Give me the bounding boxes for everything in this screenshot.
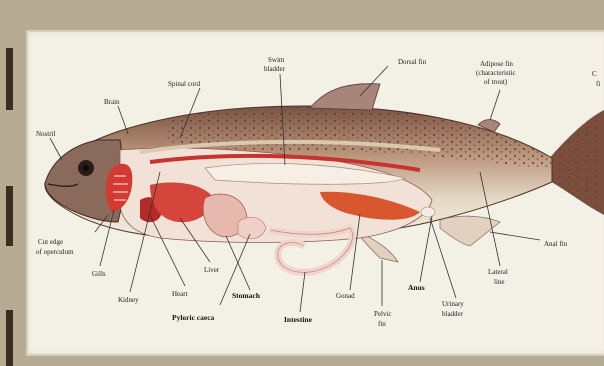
label-lateral-line-1: Lateral: [488, 268, 508, 276]
label-urinary-bladder-1: Urinary: [442, 300, 464, 308]
label-adipose-fin-3: of trout): [484, 78, 508, 86]
label-swim-bladder-2: bladder: [264, 65, 286, 73]
anal-fin: [440, 216, 500, 246]
label-anal-fin: Anal fin: [544, 240, 568, 248]
label-heart: Heart: [172, 290, 188, 298]
label-lateral-line-2: line: [494, 278, 505, 286]
label-anus: Anus: [408, 283, 425, 292]
label-dorsal-fin: Dorsal fin: [398, 58, 427, 66]
label-intestine: Intestine: [284, 315, 313, 324]
label-caudal-partial-2: fi: [596, 80, 600, 88]
label-gonad: Gonad: [336, 292, 355, 300]
label-adipose-fin-2: (characteristic: [476, 69, 516, 77]
label-cut-edge-2: of operculum: [36, 248, 74, 256]
label-spinal-cord: Spinal cord: [168, 80, 201, 88]
label-adipose-fin-1: Adipose fin: [480, 60, 513, 68]
dorsal-fin: [310, 84, 380, 110]
label-pelvic-fin-1: Pelvic: [374, 310, 392, 318]
label-urinary-bladder-2: bladder: [442, 310, 464, 318]
label-pyloric-caeca: Pyloric caeca: [172, 313, 215, 322]
label-liver: Liver: [204, 266, 220, 274]
label-pelvic-fin-2: fin: [378, 320, 386, 328]
label-cut-edge-1: Cut edge: [38, 238, 63, 246]
label-gills: Gills: [92, 270, 106, 278]
label-kidney: Kidney: [118, 296, 139, 304]
label-swim-bladder-1: Swim: [268, 56, 285, 64]
label-brain: Brain: [104, 98, 120, 106]
urinary-bladder: [421, 207, 435, 217]
label-stomach: Stomach: [232, 291, 261, 300]
label-caudal-partial-1: C: [592, 70, 597, 78]
label-nostril: Nostril: [36, 130, 56, 138]
